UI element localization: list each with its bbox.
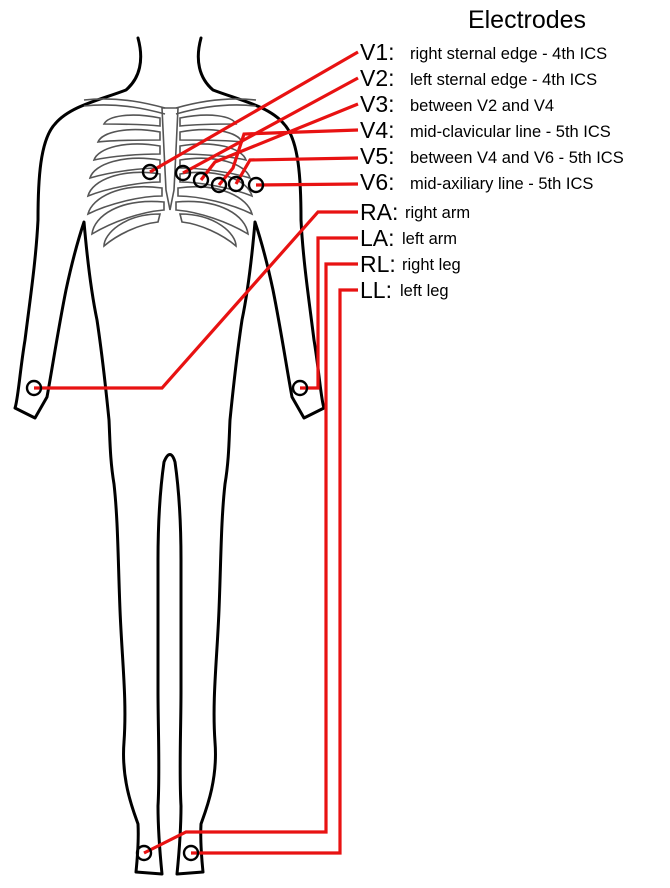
lead-line-la [300,238,358,388]
lead-code-v1: V1: [360,39,395,65]
lead-desc-v3: between V2 and V4 [410,97,554,115]
lead-desc-rl: right leg [402,256,461,274]
lead-code-v3: V3: [360,91,395,117]
lead-desc-v2: left sternal edge - 4th ICS [410,71,597,89]
lead-line-rl [144,264,358,853]
lead-desc-v4: mid-clavicular line - 5th ICS [410,123,611,141]
lead-code-ll: LL: [360,277,392,303]
clavicles [84,99,256,114]
lead-code-la: LA: [360,225,395,251]
lead-line-v3 [201,104,358,180]
body-silhouette [15,38,324,874]
lead-desc-v1: right sternal edge - 4th ICS [410,45,607,63]
lead-code-rl: RL: [360,251,396,277]
lead-desc-v6: mid-axiliary line - 5th ICS [410,175,593,193]
legend-title: Electrodes [468,6,586,34]
electrode-markers [27,165,307,860]
lead-desc-ll: left leg [400,282,449,300]
lead-code-v5: V5: [360,143,395,169]
right-ribs [88,115,164,246]
body-outline [15,38,324,874]
lead-code-v6: V6: [360,169,395,195]
lead-desc-ra: right arm [405,204,470,222]
lead-desc-v5: between V4 and V6 - 5th ICS [410,149,624,167]
lead-desc-la: left arm [402,230,457,248]
lead-code-v2: V2: [360,65,395,91]
lead-code-ra: RA: [360,199,398,225]
lead-line-v6 [256,184,358,185]
lead-code-v4: V4: [360,117,395,143]
electrode-legend: Electrodes V1: right sternal edge - 4th … [360,6,624,303]
